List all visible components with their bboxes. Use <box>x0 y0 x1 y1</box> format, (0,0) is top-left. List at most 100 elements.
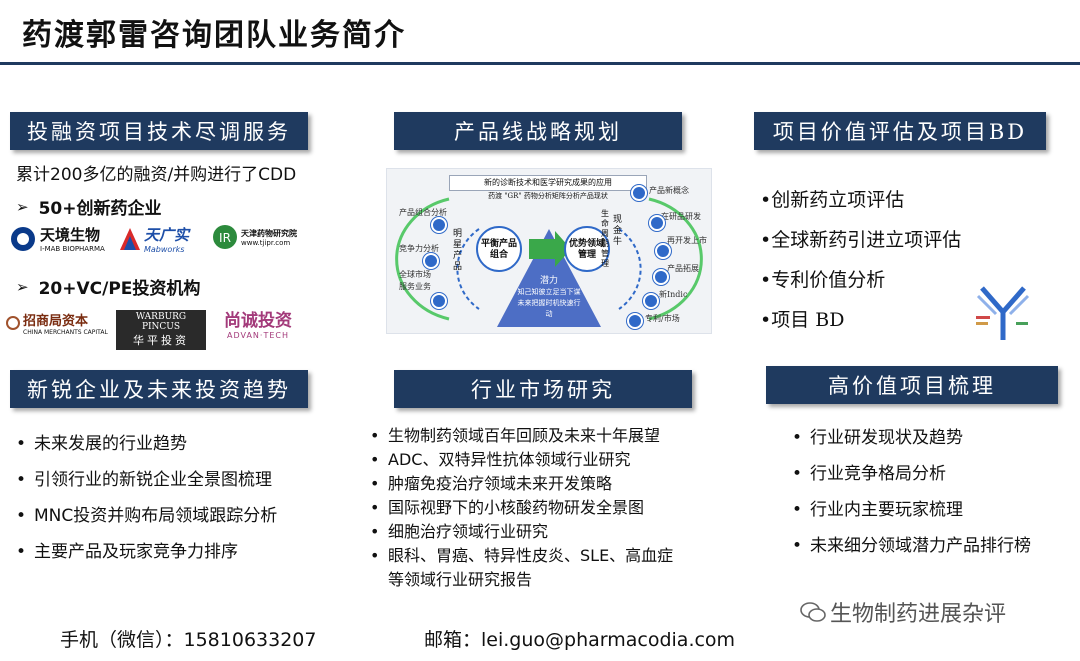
bullet-icon: • <box>370 450 380 469</box>
wechat-icon <box>800 602 826 622</box>
bullet-icon: • <box>16 542 27 562</box>
svg-text:IR: IR <box>219 231 231 245</box>
diagram-arcs <box>395 197 703 327</box>
bullet-icon: • <box>370 522 380 541</box>
mabworks-logo-icon <box>120 228 140 250</box>
section-header-bd: 项目价值评估及项目BD <box>754 112 1046 150</box>
bullet-icon: • <box>792 500 803 520</box>
logo-mabworks: 天广实 Mabworks <box>118 224 189 254</box>
diagram-node-icon <box>631 185 647 201</box>
bullet-icon: • <box>16 506 27 526</box>
bd-item: •专利价值分析 <box>760 269 886 291</box>
market-item-cont: 等领域行业研究报告 <box>388 570 533 589</box>
diagram-node-icon <box>655 243 671 259</box>
trend-item: •主要产品及玩家竞争力排序 <box>12 534 277 570</box>
diagram-node-icon <box>649 215 665 231</box>
trend-item: •未来发展的行业趋势 <box>12 426 277 462</box>
trend-list: •未来发展的行业趋势 •引领行业的新锐企业全景图梳理 •MNC投资并购布局领域跟… <box>12 426 277 570</box>
diagram-left-item: 竞争力分析 <box>399 244 439 253</box>
diagram-node-icon <box>653 269 669 285</box>
diagram-left-item: 产品组合分析 <box>399 208 447 217</box>
diagram-right-item: 新Indic <box>659 290 688 299</box>
ma-sub1: ➢ 50+创新药企业 <box>16 194 162 220</box>
logo-cmc: 招商局资本 CHINA MERCHANTS CAPITAL <box>6 310 108 336</box>
cmc-logo-icon <box>6 316 20 330</box>
ma-sub2-label: 20+VC/PE投资机构 <box>38 279 201 299</box>
diagram-node-icon <box>627 313 643 329</box>
ma-summary: 累计200多亿的融资/并购进行了CDD <box>16 165 297 185</box>
bullet-icon: • <box>370 426 380 445</box>
logo-tjipr-en: www.tjipr.com <box>241 238 291 247</box>
section-header-hv: 高价值项目梳理 <box>766 366 1058 404</box>
diagram-node-icon <box>431 217 447 233</box>
ma-sub2: ➢ 20+VC/PE投资机构 <box>16 274 201 300</box>
section-header-trend: 新锐企业及未来投资趋势 <box>10 370 308 408</box>
hv-list: •行业研发现状及趋势 •行业竞争格局分析 •行业内主要玩家梳理 •未来细分领域潜… <box>788 420 1031 564</box>
diagram-node-icon <box>423 253 439 269</box>
hv-item: •行业竞争格局分析 <box>788 456 1031 492</box>
logo-imab: 天境生物 I-MAB BIOPHARMA <box>10 224 105 253</box>
bullet-icon: • <box>16 470 27 490</box>
diagram-right-node: 优势领域管理 <box>569 239 606 260</box>
logo-advantech-cn: 尚诚投资 <box>224 311 292 331</box>
diagram-right-item: 产品新概念 <box>649 186 689 195</box>
market-item: •眼科、胃癌、特异性皮炎、SLE、高血症等领域行业研究报告 <box>370 546 674 589</box>
logo-tjipr: IR 天津药物研究院 www.tjipr.com <box>212 224 297 250</box>
diagram-right-item: 再开发上市 <box>667 236 707 245</box>
market-item: •国际视野下的小核酸药物研发全景图 <box>366 496 673 520</box>
arrow-icon: ➢ <box>16 197 29 216</box>
trend-item: •引领行业的新锐企业全景图梳理 <box>12 462 277 498</box>
market-list: •生物制药领域百年回顾及未来十年展望 •ADC、双特异性抗体领域行业研究 •肿瘤… <box>366 424 673 592</box>
diagram-node-icon <box>431 293 447 309</box>
logo-advantech: 尚诚投资 ADVAN·TECH <box>224 306 292 340</box>
contact-email: 邮箱：lei.guo@pharmacodia.com <box>424 629 736 651</box>
diagram-right-label: 现金牛 <box>613 215 623 247</box>
diagram-left-label: 明星产品 <box>453 229 463 272</box>
page-title: 药渡郭雷咨询团队业务简介 <box>22 18 406 53</box>
market-item: •肿瘤免疫治疗领域未来开发策略 <box>366 472 673 496</box>
logo-cmc-en: CHINA MERCHANTS CAPITAL <box>23 329 108 336</box>
title-divider <box>0 62 1080 65</box>
bullet-icon: • <box>792 536 803 556</box>
bullet-icon: • <box>792 428 803 448</box>
bullet-icon: • <box>16 434 27 454</box>
diagram-left-item: 服务业务 <box>399 282 431 291</box>
bullet-icon: • <box>370 498 380 517</box>
diagram-top-label: 药渡 "GR" 药物分析矩阵分析产品现状 <box>488 192 608 200</box>
contact-phone: 手机（微信）：15810633207 <box>60 629 317 651</box>
watermark: 生物制药进展杂评 <box>800 596 1006 628</box>
logo-cmc-cn: 招商局资本 <box>23 314 89 329</box>
section-header-market: 行业市场研究 <box>394 370 692 408</box>
tjipr-logo-icon: IR <box>213 225 237 249</box>
diagram-triangle-text: 知己知彼立足当下谋未来把握时机快速行动 <box>517 288 581 318</box>
diagram-left-item: 全球市场 <box>399 270 431 279</box>
market-item: •ADC、双特异性抗体领域行业研究 <box>366 448 673 472</box>
bd-item: •项目 BD <box>760 309 845 331</box>
logo-mabworks-en: Mabworks <box>144 245 185 254</box>
hv-item: •行业研发现状及趋势 <box>788 420 1031 456</box>
market-item: •生物制药领域百年回顾及未来十年展望 <box>366 424 673 448</box>
logo-warburg: WARBURG PINCUS 华平投资 <box>116 310 206 350</box>
bullet-icon: • <box>792 464 803 484</box>
diagram-right-item: 专利/市场 <box>645 314 680 323</box>
diagram-side-label: 生命周期管理 <box>601 209 609 268</box>
hv-item: •未来细分领域潜力产品排行榜 <box>788 528 1031 564</box>
watermark-text: 生物制药进展杂评 <box>830 602 1007 627</box>
logo-warburg-en: WARBURG PINCUS <box>135 312 187 332</box>
trend-item: •MNC投资并购布局领域跟踪分析 <box>12 498 277 534</box>
bullet-icon: • <box>370 546 380 565</box>
market-item: •细胞治疗领域行业研究 <box>366 520 673 544</box>
bd-item: •全球新药引进立项评估 <box>760 229 962 251</box>
diagram-banner: 新的诊断技术和医学研究成果的应用 <box>449 175 647 191</box>
diagram-right-item: 在研品研发 <box>661 212 701 221</box>
strategy-diagram: 新的诊断技术和医学研究成果的应用 药渡 "GR" 药物分析矩阵分析产品现状 平衡… <box>386 168 712 334</box>
logo-tjipr-cn: 天津药物研究院 <box>241 228 297 238</box>
hv-item: •行业内主要玩家梳理 <box>788 492 1031 528</box>
antibody-icon <box>976 286 1030 340</box>
logo-advantech-en: ADVAN·TECH <box>227 331 289 340</box>
arrow-icon: ➢ <box>16 277 29 296</box>
ma-sub1-label: 50+创新药企业 <box>38 199 162 219</box>
imab-logo-icon <box>11 226 35 251</box>
bd-list: •创新药立项评估 •全球新药引进立项评估 •专利价值分析 •项目 BD <box>760 180 961 340</box>
logo-mabworks-cn: 天广实 <box>144 226 190 244</box>
